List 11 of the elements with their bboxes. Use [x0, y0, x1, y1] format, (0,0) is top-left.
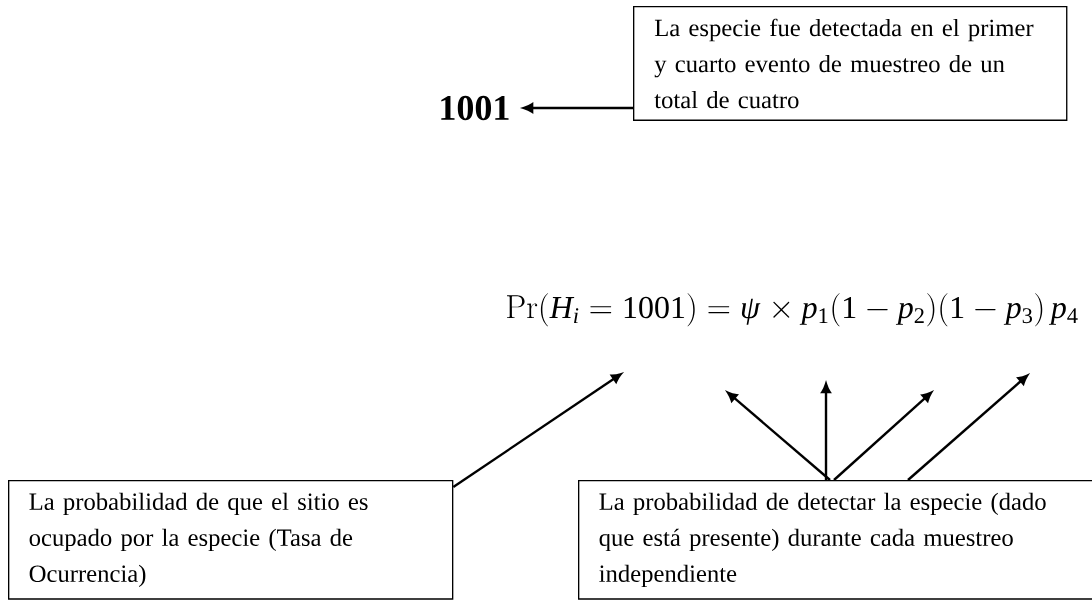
arrow [522, 103, 633, 113]
text-box: La especie fue detectada en el primer y cuarto evento de muestreo de un total de cuatro [633, 6, 1068, 121]
arrow [821, 383, 831, 480]
arrow [833, 391, 933, 481]
code-label: 1001 [441, 95, 509, 121]
text-box: La probabilidad de que el sitio es ocupado por la especie (Tasa de Ocurrencia) [8, 480, 454, 600]
arrow [907, 374, 1029, 481]
arrow [452, 373, 622, 488]
text-box: La probabilidad de detectar la especie (dado que está presente) durante cada muestreo independiente [578, 480, 1092, 600]
arrow [726, 391, 831, 481]
formula: $\Pr(H_i = 1001) = \psi \times p_1(1-p_2)(1-p_3)\,p_4$ [507, 293, 1078, 327]
